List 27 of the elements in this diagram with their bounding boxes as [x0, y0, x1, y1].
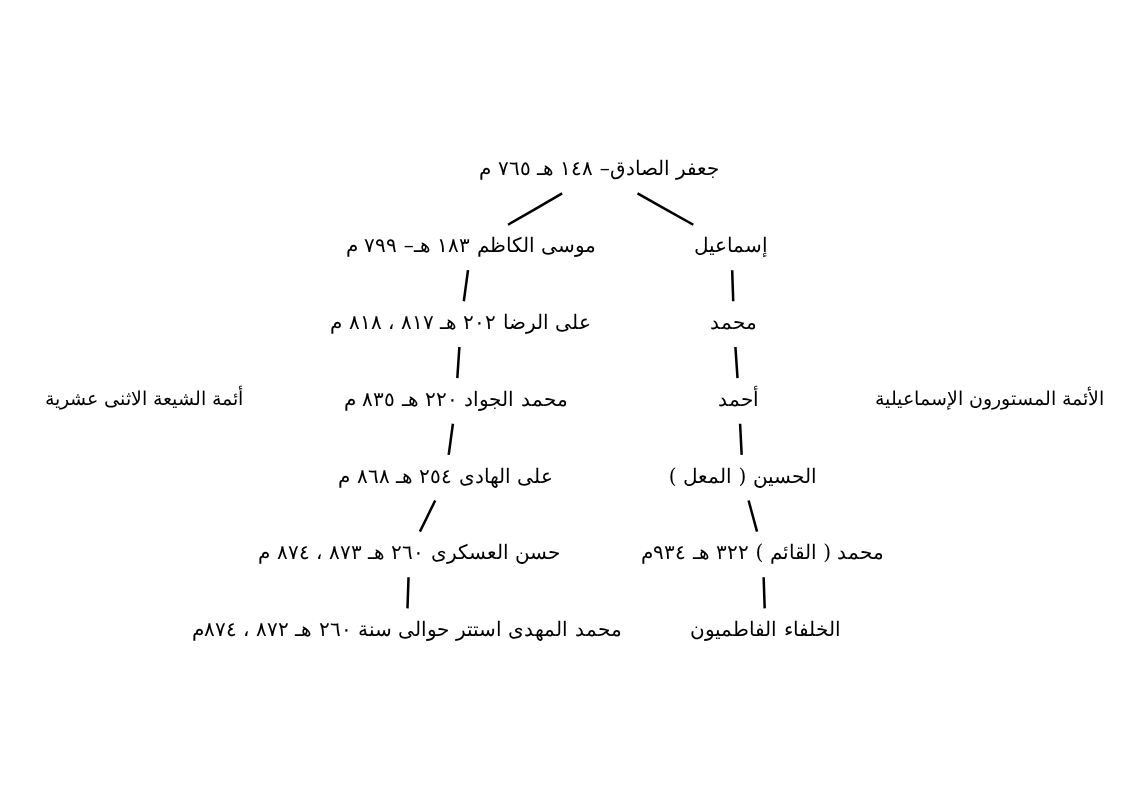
connector [734, 346, 739, 379]
node-text: محمد الجواد ٢٢٠ هـ ٨٣٥ م [343, 386, 568, 411]
connector [636, 192, 694, 226]
connector [730, 270, 735, 302]
node-text: الخلفاء الفاطميون [690, 617, 841, 642]
connector [747, 500, 759, 532]
node-text: أحمد [718, 386, 760, 411]
connector [462, 270, 470, 302]
node-text: جعفر الصادق– ١٤٨ هـ ٧٦٥ م [479, 156, 720, 181]
connector [738, 423, 743, 455]
node-text: محمد المهدى استتر حوالى سنة ٢٦٠ هـ ٨٧٢ ، ٨٧٤م [191, 617, 622, 642]
connector [456, 346, 461, 379]
node-text: حسن العسكرى ٢٦٠ هـ ٨٧٣ ، ٨٧٤ م [258, 540, 561, 565]
label: أئمة الشيعة الاثنى عشرية [44, 387, 243, 410]
node-text: الحسين ( المعل ) [668, 463, 817, 488]
connector [762, 577, 766, 609]
connector [418, 499, 437, 533]
connector [447, 423, 455, 455]
node-text: على الهادى ٢٥٤ هـ ٨٦٨ م [338, 463, 554, 488]
node-text: موسى الكاظم ١٨٣ هـ– ٧٩٩ م [345, 233, 596, 258]
node-text: على الرضا ٢٠٢ هـ ٨١٧ ، ٨١٨ م [330, 310, 592, 335]
node-text: إسماعيل [694, 233, 769, 258]
node-text: محمد [710, 310, 758, 335]
label: الأئمة المستورون الإسماعيلية [874, 387, 1104, 410]
connector [507, 192, 563, 226]
connector [406, 577, 410, 609]
node-text: محمد ( القائم ) ٣٢٢ هـ ٩٣٤م [641, 540, 885, 565]
